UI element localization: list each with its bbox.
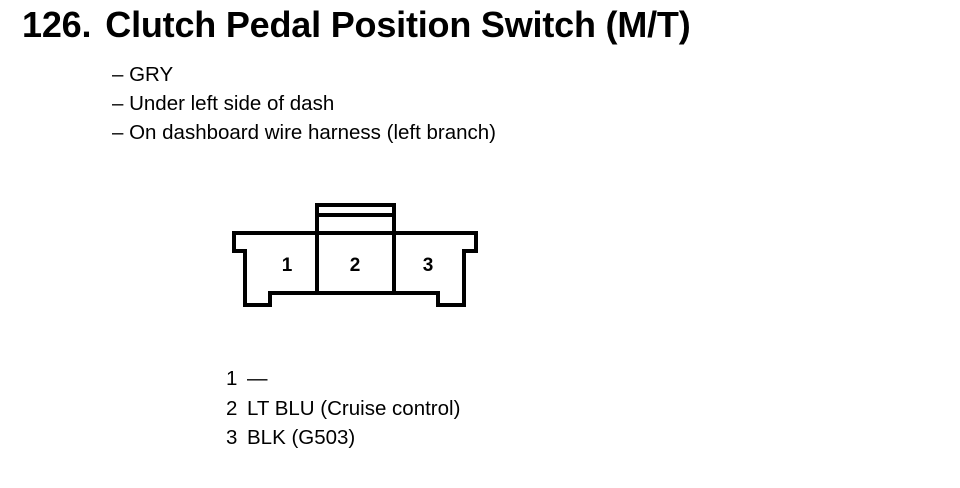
component-name: Clutch Pedal Position Switch (M/T) (105, 4, 691, 45)
pin-description: LT BLU (Cruise control) (247, 396, 461, 420)
connector-color: – GRY (112, 63, 174, 86)
component-details: – GRY – Under left side of dash – On das… (112, 60, 496, 147)
connector-latch (315, 203, 396, 233)
harness-location: – On dashboard wire harness (left branch… (112, 121, 497, 144)
pin-row: 1— (226, 364, 460, 394)
cavity-label-3: 3 (423, 255, 434, 276)
pin-row: 3 BLK (G503) (226, 423, 460, 453)
pin-row: 2 LT BLU (Cruise control) (226, 394, 460, 424)
connector-location: – Under left side of dash (112, 92, 335, 115)
component-number: 126. (22, 4, 92, 45)
cavity-label-1: 1 (282, 255, 293, 276)
page-title: 126. Clutch Pedal Position Switch (M/T) (22, 4, 691, 46)
pin-number: 2 (226, 396, 238, 420)
connector-housing (232, 231, 478, 307)
pin-number: 1 (226, 367, 238, 390)
cavity-label-2: 2 (350, 255, 361, 276)
connector-diagram: 1 2 3 (232, 203, 478, 307)
pin-description: — (247, 367, 268, 390)
pin-description: BLK (G503) (247, 426, 356, 449)
pin-number: 3 (226, 426, 238, 449)
